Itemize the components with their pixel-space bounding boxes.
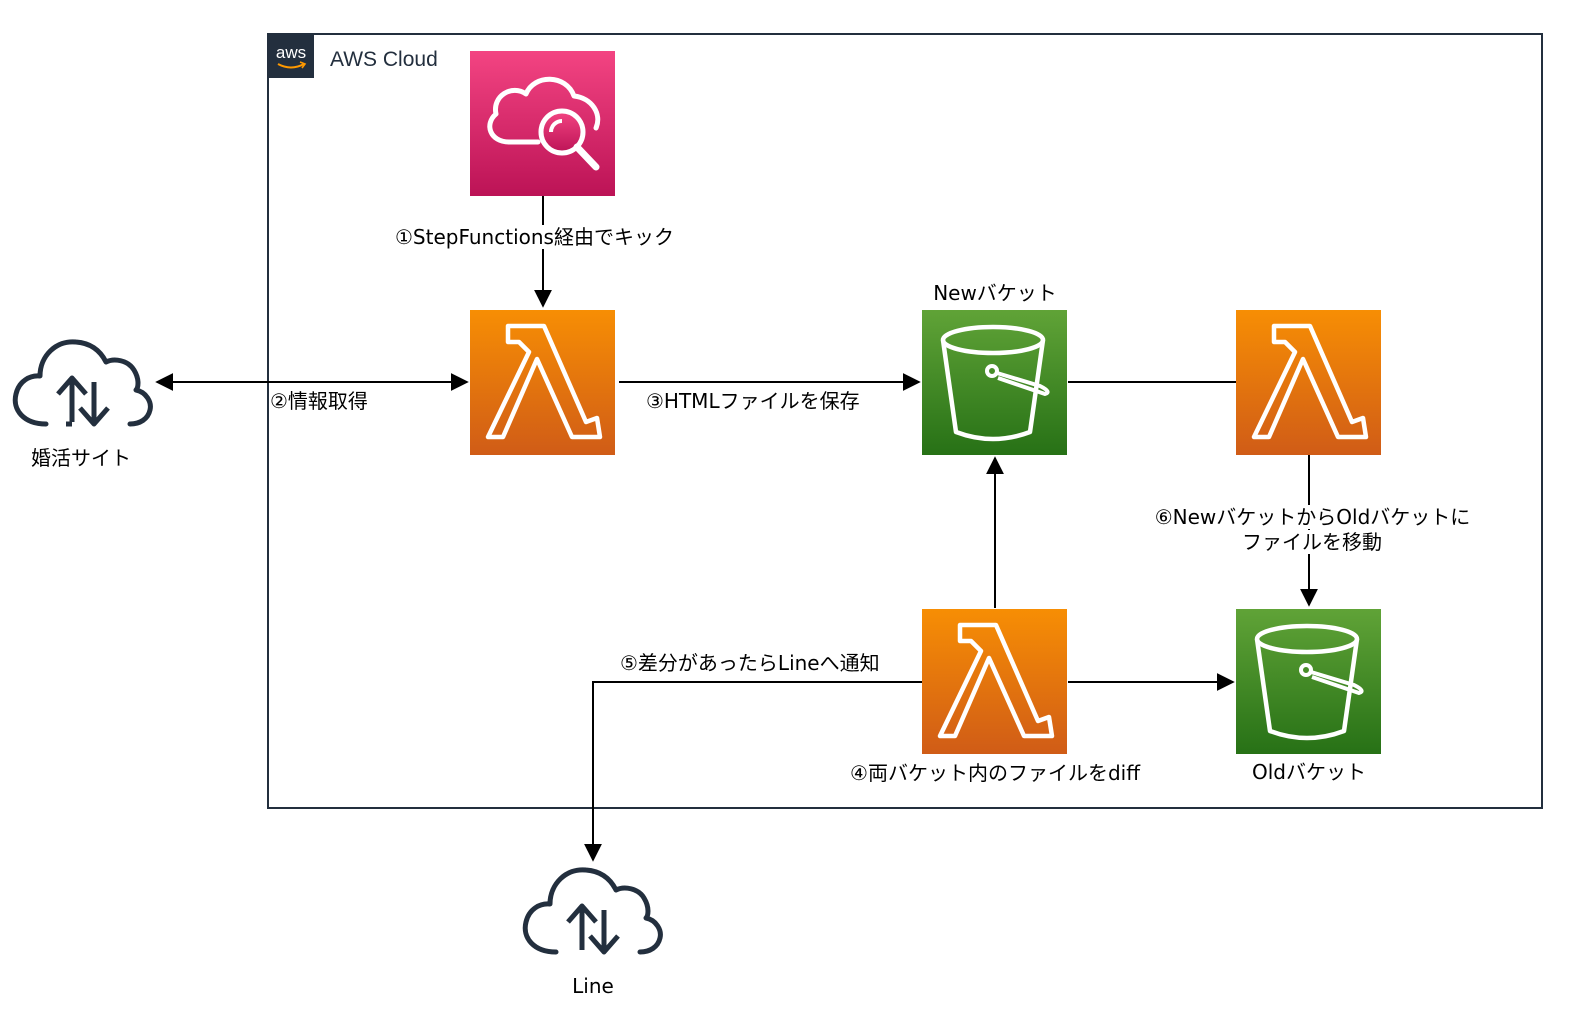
edge-label-step1: ①StepFunctions経由でキック [393,225,676,249]
line-cloud-icon[interactable] [522,867,663,955]
marriage-site-label: 婚活サイト [31,446,131,470]
aws-cloud-group-title: AWS Cloud [330,48,438,71]
lambda-move-icon[interactable] [1236,310,1381,455]
new-bucket-icon[interactable] [922,310,1067,455]
edge-label-step4: ④両バケット内のファイルをdiff [850,761,1140,785]
old-bucket-icon[interactable] [1236,609,1381,754]
svg-text:aws: aws [276,43,306,62]
edge-label-step5: ⑤差分があったらLineへ通知 [620,651,880,675]
edge-label-step3: ③HTMLファイルを保存 [646,389,860,413]
edge-label-step2: ②情報取得 [270,389,368,413]
new-bucket-label: Newバケット [933,281,1057,305]
edge-label-step6-line1: ⑥NewバケットからOldバケットに [1138,505,1487,529]
lambda-diff-icon[interactable] [922,609,1067,754]
line-label: Line [572,974,614,998]
edge-step5 [584,681,922,862]
lambda-fetch-icon[interactable] [470,310,615,455]
old-bucket-label: Oldバケット [1252,760,1366,784]
cloudwatch-icon[interactable] [470,51,615,196]
marriage-site-cloud-icon[interactable] [12,339,153,427]
aws-logo-icon: aws [268,34,314,78]
edge-label-step6-line2: ファイルを移動 [1215,530,1409,554]
aws-cloud-group [267,33,1543,809]
